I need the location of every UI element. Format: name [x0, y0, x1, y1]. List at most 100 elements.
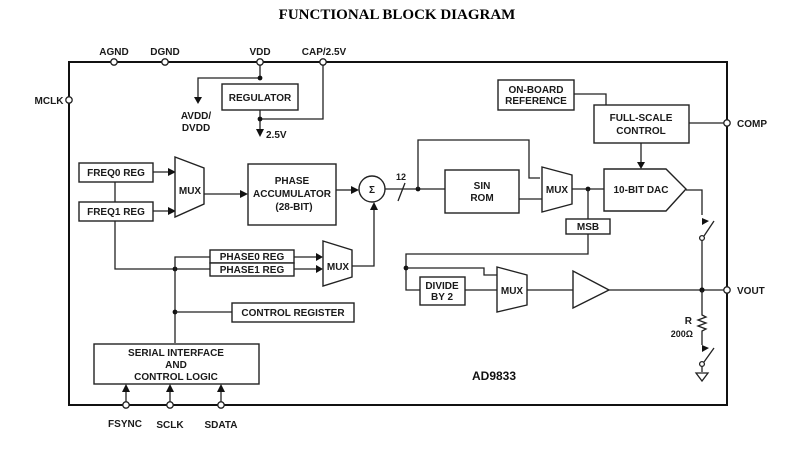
phase-acc-label-1: PHASE [275, 176, 310, 187]
part-number: AD9833 [472, 369, 516, 383]
pin-fsync-terminal [122, 401, 130, 409]
serial-label-3: CONTROL LOGIC [134, 372, 218, 383]
switch-contact [698, 360, 706, 368]
full-scale-control-block [593, 104, 690, 144]
pin-dgnd-terminal [161, 58, 169, 66]
pin-sdata: SDATA [205, 401, 238, 431]
ref-wire [574, 93, 607, 105]
phase-mux-to-sum-wire [352, 209, 375, 267]
serial-label-2: AND [165, 360, 187, 371]
freq-mux [174, 155, 205, 219]
ground-icon [694, 372, 710, 383]
freq-mux-label: MUX [179, 186, 202, 197]
resistor-name-label: R [685, 316, 693, 327]
reg-out-label: 2.5V [266, 130, 287, 141]
regulator-label: REGULATOR [229, 93, 292, 104]
arrow-icon [168, 207, 176, 215]
onboard-ref-label-2: REFERENCE [505, 96, 567, 107]
serial-label-1: SERIAL INTERFACE [128, 348, 224, 359]
full-scale-label-1: FULL-SCALE [610, 113, 673, 124]
pin-vdd-terminal [256, 58, 264, 66]
junction-dot [257, 116, 263, 122]
resistor [696, 290, 708, 345]
chip-outline [68, 61, 728, 406]
pin-agnd-terminal [110, 58, 118, 66]
pin-mclk: MCLK [35, 96, 73, 107]
onboard-ref-label-1: ON-BOARD [509, 85, 564, 96]
bus-slash [397, 182, 406, 202]
control-register-block [231, 302, 355, 323]
pin-sclk-label: SCLK [156, 420, 184, 431]
dac-label: 10-BIT DAC [613, 185, 668, 196]
phase0-feed-wire [174, 256, 210, 269]
pin-mclk-label: MCLK [35, 96, 65, 107]
serial-interface-block [93, 343, 260, 385]
freq1-label: FREQ1 REG [87, 207, 145, 218]
pin-cap-terminal [319, 58, 327, 66]
bypass-wire [417, 139, 540, 189]
pin-agnd-label: AGND [99, 47, 128, 58]
pin-dgnd: DGND [150, 47, 180, 66]
output-mux-label: MUX [546, 185, 569, 196]
divide-by-2-block [419, 276, 466, 306]
pin-fsync: FSYNC [108, 401, 142, 430]
arrow-icon [316, 265, 323, 273]
pin-vdd-label: VDD [249, 47, 270, 58]
fs-arrow-icon [637, 162, 645, 169]
divide-label-2: BY 2 [431, 292, 453, 303]
msb-wire [405, 234, 589, 291]
arrow-icon [351, 186, 359, 194]
sigma-symbol: Σ [369, 185, 375, 196]
pin-vout-terminal [723, 286, 731, 294]
pin-comp-label: COMP [737, 119, 767, 130]
output-mux [541, 166, 573, 213]
avdd-label-2: DVDD [182, 123, 210, 134]
avdd-label-1: AVDD/ [181, 111, 212, 122]
phase-to-mux-wire [294, 256, 318, 270]
phase1-label: PHASE1 REG [220, 265, 285, 276]
output-buffer [572, 269, 611, 310]
pin-vout: VOUT [723, 286, 765, 297]
arrow-icon [168, 168, 176, 176]
sin-rom-block [444, 169, 520, 214]
phase-mux-label: MUX [327, 262, 350, 273]
control-register-label: CONTROL REGISTER [241, 308, 345, 319]
bus-width-label: 12 [396, 172, 406, 182]
pin-sclk: SCLK [156, 401, 184, 431]
divide-label-1: DIVIDE [425, 281, 459, 292]
switch-arrow-icon [702, 345, 709, 352]
onboard-reference-block [497, 79, 575, 111]
serial-pin-wires [125, 391, 222, 402]
sq-mux-label: MUX [501, 286, 524, 297]
phase0-label: PHASE0 REG [220, 252, 285, 263]
pin-fsync-label: FSYNC [108, 419, 142, 430]
full-scale-label-2: CONTROL [616, 126, 665, 137]
pin-sdata-terminal [217, 401, 225, 409]
sq-mux [496, 266, 528, 313]
switch-contact [698, 234, 706, 242]
phase-acc-label-3: (28-BIT) [275, 202, 312, 213]
dac-block [603, 168, 687, 212]
pin-comp: COMP [723, 119, 767, 130]
phase-accumulator-block [247, 163, 337, 226]
regulator-block [221, 83, 299, 111]
pin-cap: CAP/2.5V [302, 47, 347, 66]
pin-vout-label: VOUT [737, 286, 765, 297]
junction-dot [257, 75, 263, 81]
diagram-title: FUNCTIONAL BLOCK DIAGRAM [279, 7, 516, 23]
phase-mux [322, 240, 353, 287]
ground-switch [703, 347, 715, 363]
pin-agnd: AGND [99, 47, 129, 66]
arrow-icon [240, 190, 248, 198]
freq0-label: FREQ0 REG [87, 168, 145, 179]
msb-direct-wire [406, 267, 497, 276]
dac-out-wire [686, 189, 703, 215]
resistor-value-label: 200Ω [671, 329, 693, 339]
arrow-icon [166, 384, 174, 392]
freq-to-mux-wire [153, 171, 170, 212]
sin-rom-label-2: ROM [470, 193, 493, 204]
pin-sdata-label: SDATA [205, 420, 238, 431]
avdd-arrow-icon [194, 97, 202, 104]
sin-rom-label-1: SIN [474, 181, 491, 192]
